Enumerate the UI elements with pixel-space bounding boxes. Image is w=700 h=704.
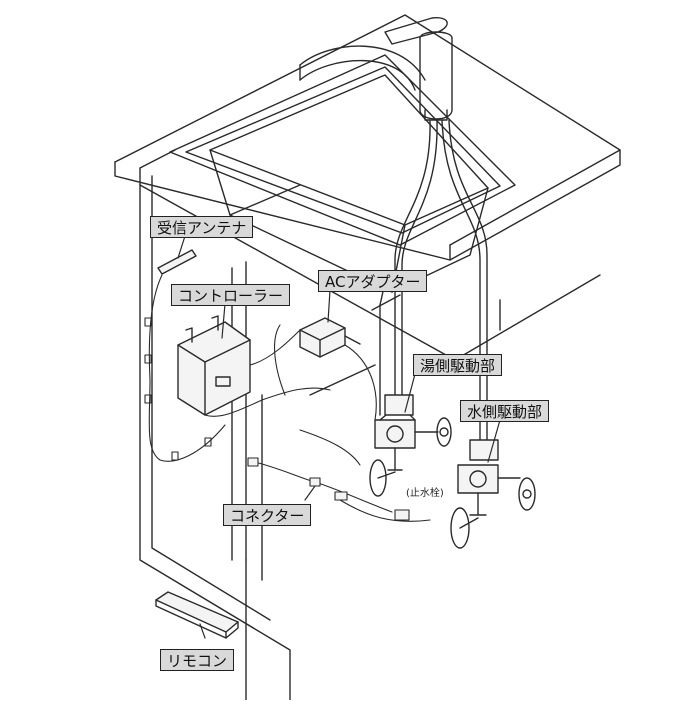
remote-control-unit[interactable]	[155, 591, 239, 639]
shutoff-valve-label: (止水栓)	[406, 488, 444, 499]
cold-side-drive-unit[interactable]	[450, 439, 536, 549]
faucet[interactable]	[299, 17, 453, 121]
cabinet	[139, 149, 601, 701]
receiver-antenna	[157, 249, 197, 275]
antenna-label: 受信アンテナ	[150, 216, 254, 238]
hot-side-drive-unit[interactable]	[369, 394, 452, 497]
ac-adapter-label: ACアダプター	[318, 270, 428, 292]
controller-label: コントローラー	[171, 284, 291, 306]
connector-label: コネクター	[223, 504, 312, 526]
remote-label: リモコン	[160, 649, 235, 671]
supply-hoses	[394, 119, 488, 441]
sink	[114, 14, 621, 306]
wiring	[144, 274, 431, 522]
hot-drive-label: 湯側駆動部	[413, 354, 503, 376]
ac-adapter-unit[interactable]	[299, 317, 361, 358]
controller-unit[interactable]	[177, 315, 251, 416]
leader-lines	[177, 235, 501, 639]
cold-drive-label: 水側駆動部	[460, 400, 550, 422]
